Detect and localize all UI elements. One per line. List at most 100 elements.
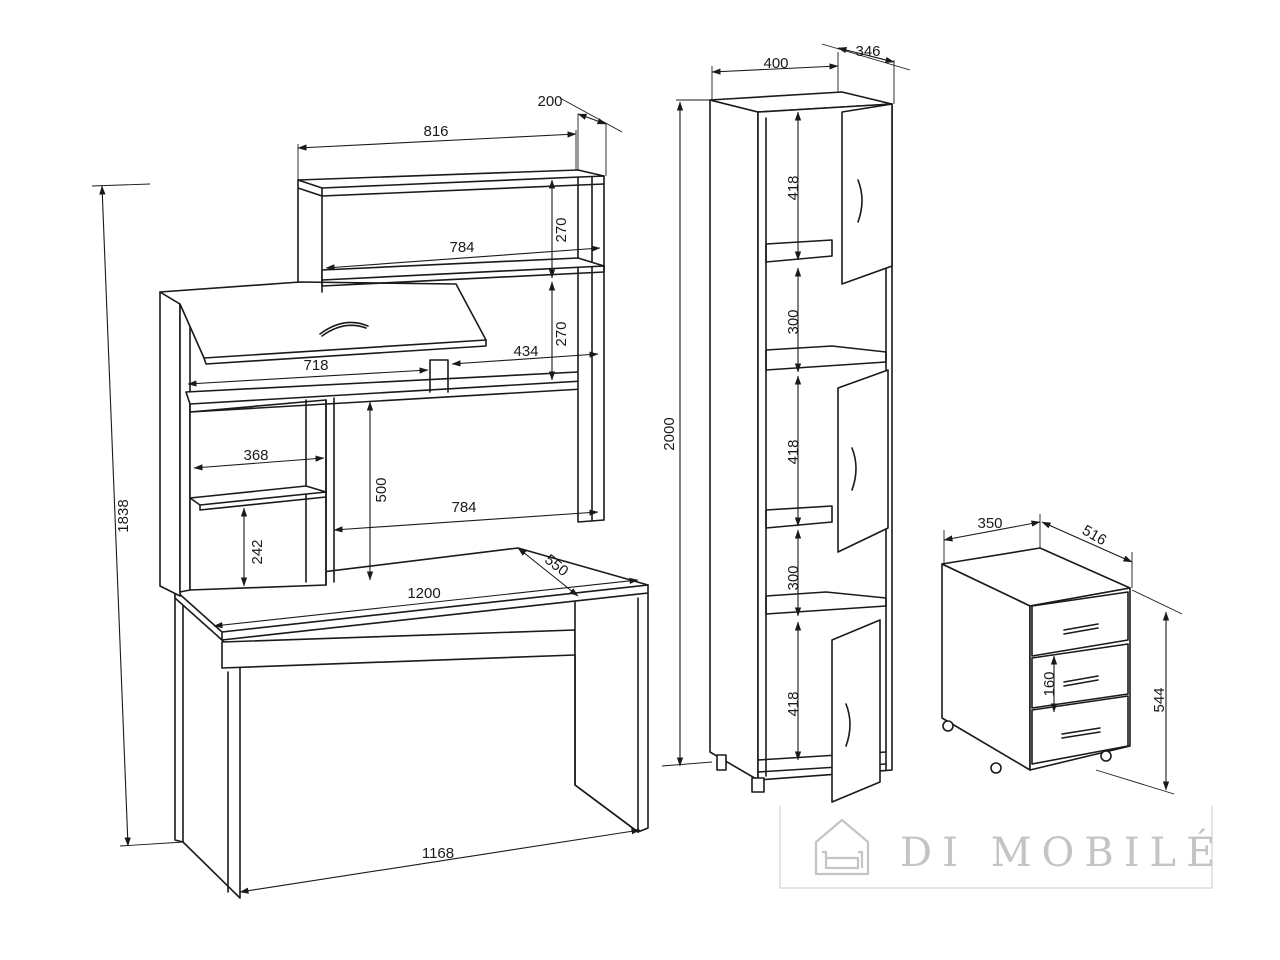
dimension-arrow: [837, 47, 895, 63]
dim-left-shelf-width: 368: [193, 447, 325, 471]
dimension-arrow: [325, 245, 601, 271]
dimension-arrow: [213, 577, 639, 629]
dimension-label: 300: [785, 309, 802, 334]
dimension-arrow: [193, 455, 325, 471]
hutch-main-shelf: [185, 371, 601, 405]
flap-handle-icon: [319, 321, 369, 337]
dim-desk-top-width: 816: [297, 123, 577, 180]
extension-line: [1095, 769, 1175, 795]
dimension-label: 1168: [422, 845, 454, 862]
door-bottom-handle-icon: [845, 703, 851, 747]
dim-desk-total-height: 1838: [91, 183, 185, 847]
hutch-top-box: [297, 169, 605, 189]
dimension-label: 784: [451, 499, 476, 516]
extension-line: [119, 841, 185, 847]
dimension-label: 400: [763, 55, 788, 72]
dimension-label: 434: [513, 343, 538, 360]
door-middle-handle-icon: [851, 447, 857, 491]
dim-desk-top-depth: 200: [537, 93, 623, 176]
dimension-arrow: [297, 131, 577, 151]
tower-left-side: [709, 99, 759, 781]
dim-tower-section-4: 300: [785, 529, 802, 617]
desk-left-leg-edge: [174, 589, 184, 843]
caster-front-icon: [990, 762, 1002, 774]
watermark-frame: [779, 806, 1213, 889]
dimension-label: 200: [537, 93, 562, 110]
dim-desk-width: 1200: [213, 577, 639, 629]
drawer-1-handle-icon: [1063, 623, 1099, 635]
flap-bottom-edge: [203, 339, 487, 365]
tower-shelf-1: [765, 239, 833, 263]
dimension-label: 350: [977, 515, 1002, 532]
dim-tower-total-height: 2000: [661, 99, 713, 767]
dimension-label: 270: [553, 217, 570, 242]
hutch-right-upright: [577, 175, 605, 523]
hutch-back-frame: [179, 303, 191, 593]
watermark: DI MOBILÉ: [779, 806, 1225, 889]
dim-leg-span: 1168: [239, 828, 641, 894]
drawer-3-handle-icon: [1061, 727, 1101, 739]
tower-door-middle: [837, 369, 889, 553]
hutch-upper-shelf: [321, 257, 605, 281]
dimension-label: 418: [785, 691, 802, 716]
dimension-label: 270: [553, 321, 570, 346]
dimension-label: 418: [785, 439, 802, 464]
dimension-arrow: [451, 351, 599, 367]
dim-tower-section-2: 300: [785, 267, 802, 373]
hutch-upper-shelf-front: [321, 265, 605, 287]
dimension-label: 346: [855, 43, 880, 60]
dim-tower-depth: 346: [821, 43, 911, 104]
dimension-label: 1200: [407, 585, 440, 602]
pedestal-drawer-3: [1031, 695, 1129, 765]
dim-middle-shelf-height: 270: [548, 281, 570, 381]
extension-line: [661, 761, 713, 767]
tower-door-top: [841, 103, 893, 285]
tower-foot-right: [751, 777, 765, 793]
hutch-mid-shelf: [189, 485, 327, 506]
dimension-label: 418: [785, 175, 802, 200]
dimension-arrow: [577, 113, 607, 125]
drawer-2-handle-icon: [1063, 675, 1099, 687]
dim-right-shelf-width: 434: [451, 343, 599, 367]
dimension-arrow: [333, 509, 599, 533]
dimension-label: 816: [423, 123, 448, 140]
dim-tower-section-3: 418: [785, 375, 802, 527]
tower-foot-left: [716, 754, 727, 771]
tall-tower-cabinet: [709, 91, 893, 803]
hutch-hinged-flap: [159, 281, 487, 359]
watermark-brand: DI MOBILÉ: [900, 829, 1225, 876]
dimension-arrow: [943, 520, 1041, 542]
extension-line: [1131, 589, 1183, 615]
hutch-flap-divider: [429, 359, 449, 393]
extension-line: [559, 97, 623, 133]
mobile-pedestal: [941, 547, 1131, 774]
hutch-top-box-front: [297, 179, 605, 293]
dim-pedestal-height: 544: [1095, 589, 1183, 795]
dimension-label: 242: [249, 539, 266, 564]
tower-shelf-4: [765, 591, 887, 615]
tower-shelf-2: [765, 345, 887, 371]
dimension-arrow: [239, 828, 641, 894]
tower-shelf-3: [765, 505, 833, 529]
door-top-handle-icon: [857, 179, 863, 223]
dimension-label: 784: [449, 239, 474, 256]
dim-hinged-shelf-width: 718: [187, 357, 429, 387]
dim-pedestal-width: 350: [943, 514, 1041, 564]
caster-right-icon: [1100, 750, 1112, 762]
desk-modesty-panel: [221, 629, 576, 669]
caster-left-icon: [942, 720, 954, 732]
dimension-label: 718: [303, 357, 328, 374]
dimension-label: 544: [1151, 687, 1168, 712]
dimension-label: 2000: [661, 417, 678, 450]
sofa-house-icon: [814, 818, 870, 876]
extension-line: [91, 183, 151, 187]
hutch-mid-shelf-lower: [199, 496, 327, 511]
desk-knee-space: [227, 654, 639, 893]
desk-right-leg: [574, 592, 649, 833]
dim-drawer-height: 160: [1041, 655, 1058, 713]
dim-tower-width: 400: [711, 52, 839, 100]
dimension-arrow: [1041, 521, 1133, 563]
dimension-label: 500: [373, 477, 390, 502]
